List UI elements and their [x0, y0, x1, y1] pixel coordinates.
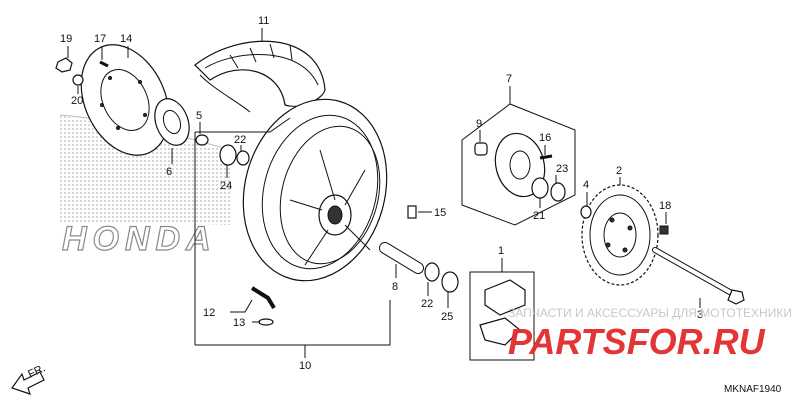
tire-part [194, 40, 326, 113]
axle-part [652, 247, 745, 305]
callout-3: 3 [697, 309, 703, 321]
shop-watermark-text: ЗАПЧАСТИ И АКСЕССУАРЫ ДЛЯ МОТОТЕХНИКИ [508, 306, 792, 320]
washer-20 [72, 74, 84, 86]
brake-disc-part [80, 44, 170, 156]
callout-4: 4 [583, 179, 589, 191]
diagram-code: MKNAF1940 [724, 384, 782, 395]
seal-22b [424, 262, 440, 282]
washer-4 [580, 205, 592, 219]
collar-15 [407, 205, 417, 219]
damper-box [469, 271, 535, 361]
callout-16: 16 [539, 132, 551, 144]
callout-21: 21 [533, 210, 545, 222]
callout-8: 8 [392, 281, 398, 293]
callout-18: 18 [659, 200, 671, 212]
callout-2: 2 [616, 165, 622, 177]
callout-11: 11 [258, 15, 269, 27]
axle-collar-8 [379, 242, 424, 274]
callout-17: 17 [94, 33, 106, 45]
callout-numbers: 11 19 17 14 20 5 6 22 24 7 9 16 23 21 4 … [60, 15, 703, 372]
honda-brand-text: HONDA [62, 220, 217, 258]
callout-9: 9 [476, 118, 482, 130]
front-direction-marker: FR. [11, 362, 47, 395]
site-watermark-text: PARTSFOR.RU [508, 321, 766, 362]
bearing-24 [219, 144, 237, 166]
callout-22-right: 22 [421, 298, 433, 310]
nut-19 [55, 57, 73, 73]
shop-watermark: ЗАПЧАСТИ И АКСЕССУАРЫ ДЛЯ МОТОТЕХНИКИ PA… [508, 306, 792, 362]
callout-14: 14 [120, 33, 132, 45]
callout-24: 24 [220, 180, 232, 192]
callout-13: 13 [233, 317, 245, 329]
wheel-part [242, 98, 388, 282]
leader-lines [67, 28, 701, 358]
callout-23: 23 [556, 163, 568, 175]
arrow-icon [11, 371, 45, 395]
seal-22a [236, 150, 250, 166]
nut-18 [659, 225, 669, 235]
front-label: FR. [26, 362, 47, 380]
callout-7: 7 [506, 73, 512, 85]
callout-12: 12 [203, 307, 215, 319]
callout-15: 15 [434, 207, 446, 219]
honda-wing-watermark: HONDA [59, 114, 232, 259]
sprocket-part [581, 184, 659, 286]
hub-flange-part [154, 98, 190, 146]
callout-6: 6 [166, 166, 172, 178]
callout-19: 19 [60, 33, 72, 45]
callout-25: 25 [441, 311, 453, 323]
callout-20: 20 [71, 95, 83, 107]
valve-12 [250, 286, 276, 326]
callout-5: 5 [196, 110, 202, 122]
callout-10: 10 [299, 360, 311, 372]
collar-5 [195, 134, 209, 146]
callout-1: 1 [498, 245, 504, 257]
bolt-17 [99, 60, 109, 68]
callout-22-left: 22 [234, 134, 246, 146]
ring-25 [441, 271, 459, 293]
